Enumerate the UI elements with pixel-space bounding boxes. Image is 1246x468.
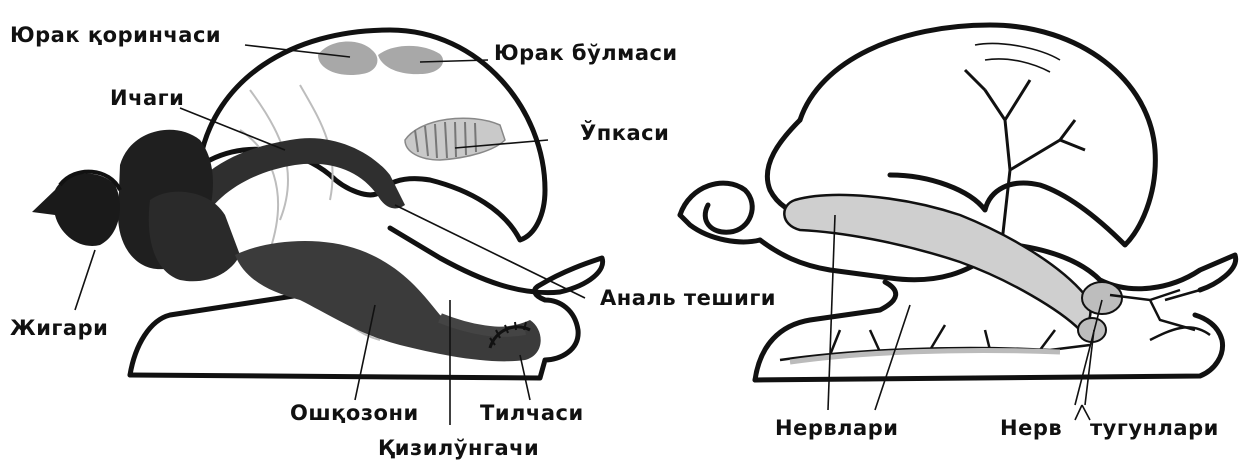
label-nerves: Нервлари [775, 416, 898, 440]
label-liver: Жигари [10, 316, 108, 340]
label-nerve: Нерв [1000, 416, 1062, 440]
shell-inner-line [975, 43, 1060, 72]
left-snail-figure: Юрак қоринчаси Юрак бўлмаси Ичаги Ўпкаси… [10, 23, 776, 460]
nerve-cord [784, 195, 1090, 330]
lung-shape [405, 118, 505, 160]
heart-ventricle-shape [318, 42, 377, 75]
label-lung: Ўпкаси [580, 120, 669, 145]
label-esophagus: Қизилўнгачи [378, 436, 539, 460]
left-foot-lower [130, 295, 300, 375]
label-radula: Тилчаси [480, 401, 584, 425]
label-stomach: Ошқозони [290, 401, 419, 425]
liver-tip [32, 174, 120, 246]
heart-atrium-shape [378, 46, 443, 74]
label-anal-opening: Аналь тешиги [600, 286, 776, 310]
right-foot-lower [755, 282, 896, 380]
right-snail-figure: Нервлари Нерв тугунлари [680, 25, 1236, 440]
liver-second-lobe [149, 192, 240, 282]
label-heart-ventricle: Юрак қоринчаси [10, 23, 221, 47]
label-heart-atrium: Юрак бўлмаси [494, 41, 678, 65]
label-ganglia: тугунлари [1090, 416, 1219, 440]
label-intestine: Ичаги [110, 86, 184, 110]
nerve-ganglion-upper [1082, 282, 1122, 314]
